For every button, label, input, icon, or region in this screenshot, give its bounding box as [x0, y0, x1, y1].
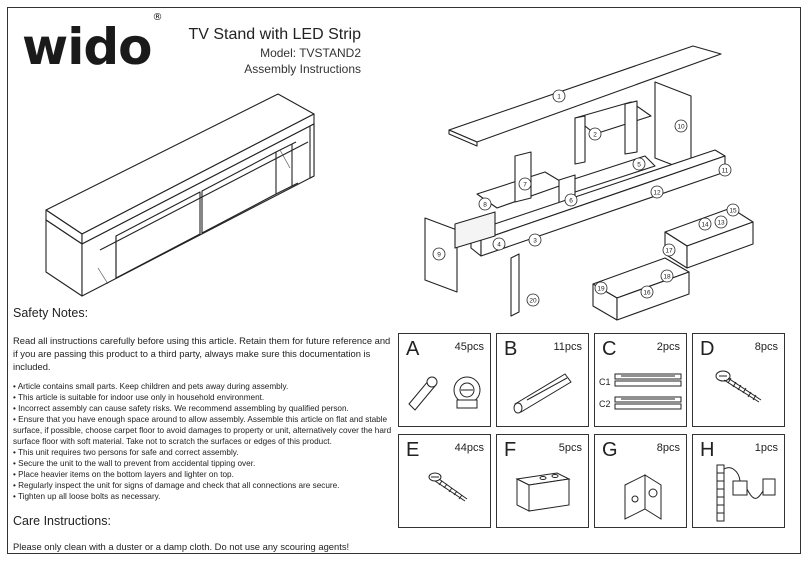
part-number-label: 10	[677, 124, 685, 131]
part-number-label: 5	[637, 162, 641, 169]
part-number-label: 8	[483, 202, 487, 209]
part-number-label: 2	[593, 132, 597, 139]
safety-item: • Article contains small parts. Keep chi…	[13, 382, 289, 391]
brand-logo: wido®	[22, 12, 162, 76]
led-strip-icon	[716, 464, 776, 522]
screw-icon	[428, 472, 468, 502]
hardware-box-b: B 11pcs	[496, 333, 589, 427]
safety-item: • Secure the unit to the wall to prevent…	[13, 459, 256, 468]
foot-icon	[515, 472, 571, 512]
title-block: TV Stand with LED Strip Model: TVSTAND2 …	[188, 26, 361, 76]
product-title: TV Stand with LED Strip	[188, 26, 361, 43]
assembled-tv-stand-illustration	[45, 93, 315, 297]
safety-intro: Read all instructions carefully before u…	[13, 335, 391, 372]
part-number-badge	[718, 163, 732, 177]
document-type: Assembly Instructions	[244, 62, 361, 76]
safety-item: • Tighten up all loose bolts as necessar…	[13, 492, 161, 501]
part-number-label: 17	[665, 248, 673, 255]
part-number-label: 7	[523, 182, 527, 189]
hardware-box-h: H 1pcs	[692, 434, 785, 528]
hardware-qty: 45pcs	[454, 341, 484, 353]
part-number-badge	[526, 293, 540, 307]
hardware-letter: D	[700, 338, 715, 360]
hardware-qty: 2pcs	[656, 341, 680, 353]
part-number-label: 11	[722, 168, 729, 175]
part-number-label: 13	[717, 220, 725, 227]
part-number-badge	[660, 269, 674, 283]
part-number-badge	[662, 243, 676, 257]
hardware-qty: 44pcs	[454, 442, 484, 454]
part-number-label: 6	[569, 198, 573, 205]
part-number-label: 12	[653, 190, 661, 197]
wooden-dowel-icon	[513, 373, 572, 414]
part-number-label: 4	[497, 242, 501, 249]
hardware-qty: 5pcs	[558, 442, 582, 454]
safety-item: • Regularly inspect the unit for signs o…	[13, 481, 340, 490]
runner-label-c1: C1	[599, 377, 611, 387]
part-number-label: 15	[729, 208, 737, 215]
hardware-letter: B	[504, 338, 518, 360]
part-number-badge	[492, 237, 506, 251]
safety-item: • Ensure that you have enough space arou…	[13, 415, 392, 446]
safety-item: • Place heavier items on the bottom laye…	[13, 470, 234, 479]
hardware-letter: H	[700, 439, 715, 461]
safety-item: • This unit requires two persons for saf…	[13, 448, 239, 457]
hardware-qty: 11pcs	[553, 341, 582, 353]
part-number-badge	[518, 177, 532, 191]
model-number: Model: TVSTAND2	[260, 46, 361, 60]
cam-lock-and-dowel-icon	[408, 376, 481, 411]
part-number-badge	[528, 233, 542, 247]
part-number-badge	[588, 127, 602, 141]
care-heading: Care Instructions:	[13, 514, 111, 528]
part-number-badge	[650, 185, 664, 199]
safety-item: • This article is suitable for indoor us…	[13, 393, 265, 402]
hardware-letter: G	[602, 439, 618, 461]
part-number-badge	[564, 193, 578, 207]
part-number-badge	[632, 157, 646, 171]
part-number-label: 16	[643, 290, 651, 297]
hardware-letter: E	[406, 439, 420, 461]
hardware-qty: 8pcs	[656, 442, 680, 454]
safety-list: • Article contains small parts. Keep chi…	[13, 381, 395, 502]
hardware-box-g: G 8pcs	[594, 434, 687, 528]
safety-item: • Incorrect assembly can cause safety ri…	[13, 404, 349, 413]
part-number-label: 20	[529, 298, 537, 305]
hardware-box-e: E 44pcs	[398, 434, 491, 528]
safety-heading: Safety Notes:	[13, 306, 89, 320]
hardware-box-c: C 2pcs C1 C2	[594, 333, 687, 427]
part-number-label: 9	[437, 252, 441, 259]
hardware-box-f: F 5pcs	[496, 434, 589, 528]
part-number-badge	[674, 119, 688, 133]
part-number-badge	[714, 215, 728, 229]
hardware-letter: C	[602, 338, 617, 360]
part-number-badge	[432, 247, 446, 261]
page-border	[7, 7, 801, 554]
runner-label-c2: C2	[599, 399, 611, 409]
part-number-badge	[640, 285, 654, 299]
part-number-label: 14	[701, 222, 709, 229]
hardware-qty: 1pcs	[754, 442, 778, 454]
hardware-letter: A	[406, 338, 420, 360]
part-number-badge	[478, 197, 492, 211]
hardware-box-d: D 8pcs	[692, 333, 785, 427]
part-number-label: 3	[533, 238, 537, 245]
part-number-badge	[698, 217, 712, 231]
hardware-box-a: A 45pcs	[398, 333, 491, 427]
part-number-badge	[594, 281, 608, 295]
part-number-badge	[726, 203, 740, 217]
part-number-label: 19	[597, 286, 605, 293]
part-number-label: 18	[663, 274, 671, 281]
part-number-badge	[552, 89, 566, 103]
bracket-icon	[624, 474, 662, 520]
care-text: Please only clean with a duster or a dam…	[13, 541, 350, 552]
part-number-label: 1	[557, 94, 561, 101]
drawer-runner-icon	[614, 373, 682, 410]
hardware-qty: 8pcs	[754, 341, 778, 353]
hardware-letter: F	[504, 439, 517, 461]
screw-icon	[715, 370, 762, 403]
